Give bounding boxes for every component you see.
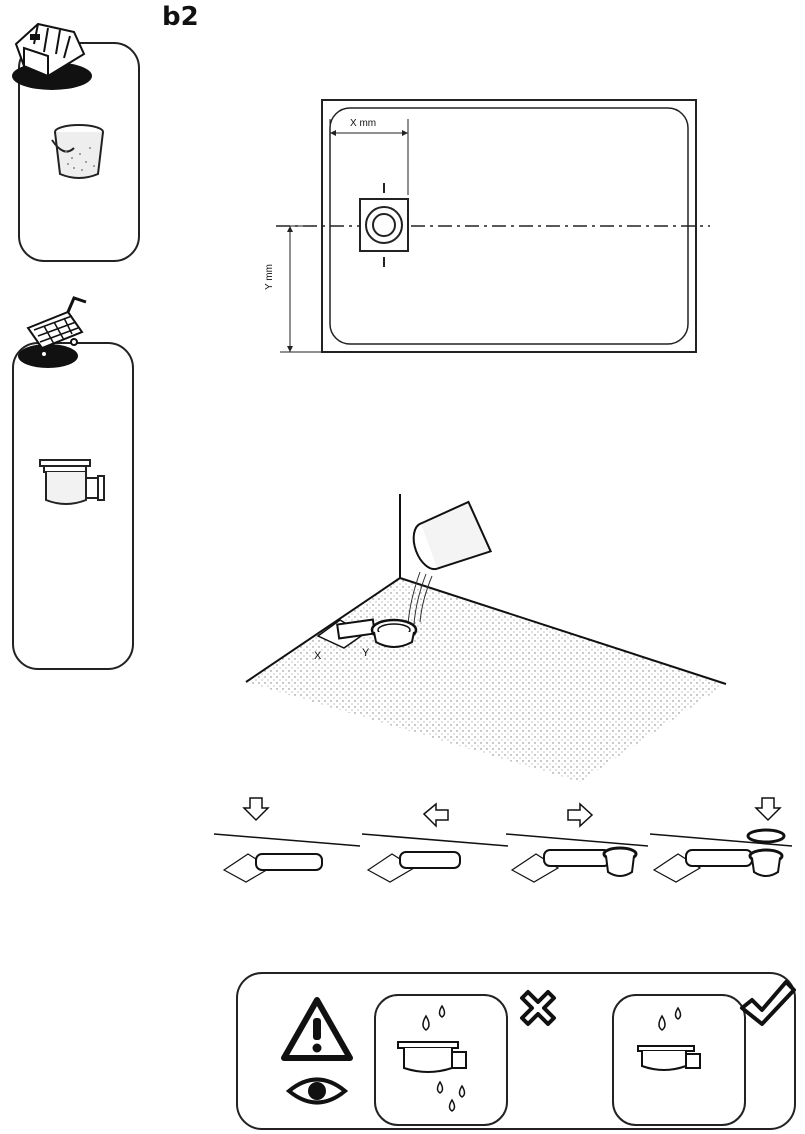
shopping-cart-icon (8, 292, 96, 372)
parts-panel (12, 342, 134, 670)
incorrect-example-frame (374, 994, 508, 1126)
y-dimension-label: Y mm (264, 264, 275, 290)
drain-trap-icon (36, 456, 108, 512)
warning-panel (236, 972, 796, 1130)
water-test-illustration (240, 490, 800, 790)
step-2 (362, 804, 508, 882)
warning-triangle-icon (280, 996, 354, 1062)
marker-x-label: X (314, 650, 321, 662)
cross-mark-icon (514, 984, 562, 1032)
marker-y-label: Y (362, 647, 369, 659)
sealed-drain-icon (626, 1002, 726, 1102)
leaking-drain-icon (390, 1002, 490, 1118)
correct-example-frame (612, 994, 746, 1126)
toolbox-icon (4, 14, 94, 94)
bucket-icon (44, 118, 114, 188)
x-dimension-label: X mm (350, 118, 376, 129)
step-4 (650, 798, 792, 882)
step-3 (506, 804, 648, 882)
check-mark-icon (738, 978, 796, 1030)
eye-icon (286, 1074, 348, 1108)
assembly-steps (210, 790, 805, 890)
tray-plan-diagram (270, 95, 730, 365)
section-label: b2 (162, 2, 199, 32)
step-1 (214, 798, 360, 882)
